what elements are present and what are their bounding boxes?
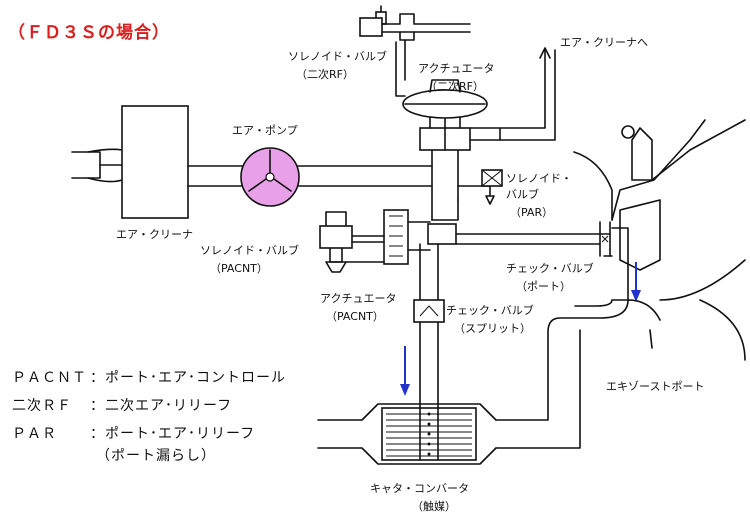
legend-note: （ポート漏らし） [96, 448, 216, 464]
legend: ＰＡＣＮＴ ：ポート･エア･コントロール 二次ＲＦ ：二次エア･リリーフ ＰＡＲ… [12, 370, 286, 464]
catalytic-converter [317, 403, 497, 465]
solenoid-rf-label: ソレノイド・バルブ [288, 49, 387, 63]
solenoid-par-label: ソレノイド・ [506, 172, 572, 185]
actuator-rf-sub-label: （二次RF） [426, 79, 484, 93]
diagram-title: （ＦＤ３Ｓの場合） [8, 22, 170, 43]
check-valve-split [413, 299, 445, 409]
check-split-sub-label: （スプリット） [454, 322, 531, 335]
air-cleaner [71, 105, 189, 219]
check-split-label: チェック・バルブ [446, 303, 534, 317]
solenoid-par-sub-label: （PAR） [510, 206, 553, 219]
solenoid-pacnt-label: ソレノイド・バルブ [200, 243, 299, 257]
legend-desc-rf: ：二次エア･リリーフ [90, 398, 232, 414]
exhaust-port-label: エキゾーストポート [606, 380, 704, 393]
catalyst-sub-label: （触媒） [412, 499, 456, 513]
legend-term-par: ＰＡＲ [12, 426, 57, 442]
air-cleaner-label: エア・クリーナ [116, 228, 193, 241]
legend-term-rf: 二次ＲＦ [12, 398, 72, 414]
actuator-pacnt-sub-label: （PACNT） [326, 310, 384, 323]
air-pump-label: エア・ポンプ [232, 124, 298, 137]
legend-desc-par: ：ポート･エア･リリーフ [90, 426, 255, 442]
solenoid-valve-par [457, 169, 503, 205]
actuator-pacnt-label: アクチュエータ [320, 292, 396, 305]
solenoid-pacnt-sub-label: （PACNT） [210, 262, 268, 275]
solenoid-rf-sub-label: （二次RF） [296, 67, 354, 81]
legend-term-pacnt: ＰＡＣＮＴ [12, 370, 87, 386]
to-air-cleaner-label: エア・クリーナへ [560, 36, 648, 49]
catalyst-label: キャタ・コンバータ [370, 482, 469, 495]
check-port-label: チェック・バルブ [506, 261, 594, 275]
solenoid-par-label-2: バルブ [506, 187, 539, 201]
solenoid-valve-pacnt [319, 211, 385, 273]
relief-valve-assembly [402, 79, 501, 151]
legend-desc-pacnt: ：ポート･エア･コントロール [90, 370, 286, 386]
solenoid-valve-rf [359, 5, 471, 97]
engine-block [573, 119, 746, 361]
check-valve-port [599, 221, 611, 257]
pacnt-actuator [383, 209, 431, 265]
check-port-sub-label: （ポート） [516, 280, 571, 293]
air-pump [240, 147, 300, 207]
actuator-rf-label: アクチュエータ [418, 62, 494, 75]
